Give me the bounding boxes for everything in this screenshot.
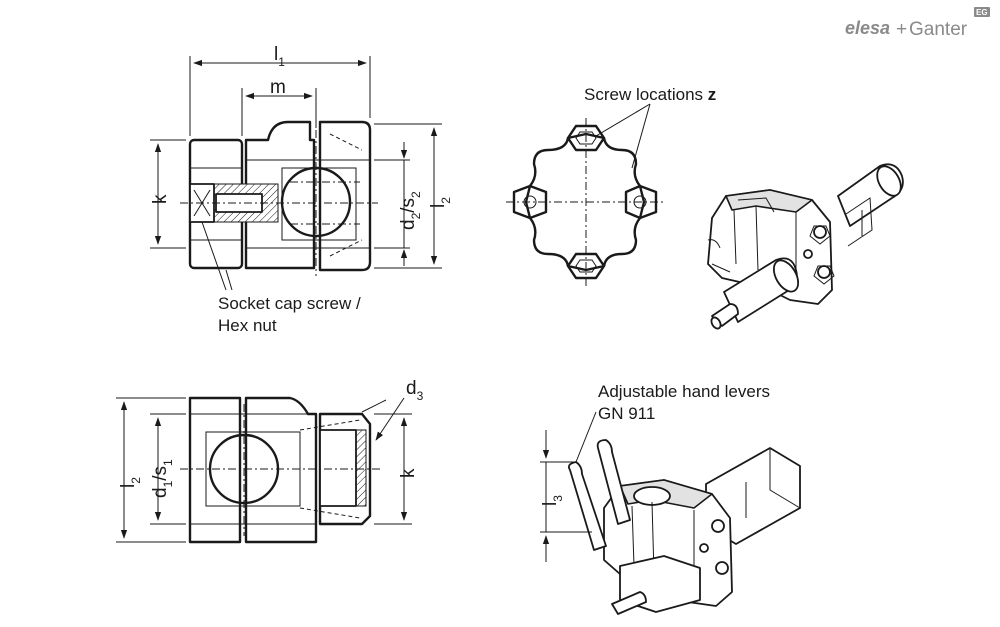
logo-plus-sign: + (896, 19, 907, 40)
dimension-l1: l1 (189, 44, 371, 136)
callout-hand-levers: Adjustable hand levers GN 911 (575, 382, 770, 463)
dim-k-bottom-label: k (398, 468, 419, 478)
socket-cap-label-line2: Hex nut (218, 316, 277, 335)
logo-badge-text: EG (976, 8, 988, 17)
dim-l1-label: l1 (274, 44, 285, 69)
clamp-isometric-with-screws-icon (707, 163, 904, 330)
callout-screw-locations: Screw locations z (584, 85, 716, 169)
callout-socket-cap-screw: Socket cap screw / Hex nut (201, 221, 361, 335)
logo-ganter-text: Ganter (909, 19, 968, 40)
dim-d2-s2-label: d2/s2 (398, 191, 423, 230)
clamp-side-view-icon (180, 120, 378, 276)
dimension-k-top: k (150, 139, 186, 249)
socket-cap-label-line1: Socket cap screw / (218, 294, 361, 313)
dim-m-label: m (270, 77, 286, 98)
dim-l2-bottom-label: l2 (118, 477, 143, 488)
logo-elesa-text: elesa (845, 18, 890, 38)
dim-d3-label: d3 (406, 378, 424, 403)
dimension-d2-s2: d2/s2 (374, 142, 423, 266)
dimension-l2-bottom: l2 (116, 397, 186, 543)
hand-levers-label-line1: Adjustable hand levers (598, 382, 770, 401)
clamp-bottom-view-icon (180, 396, 382, 544)
dimension-l2-top: l2 (374, 123, 453, 269)
hand-levers-label-line2: GN 911 (598, 404, 655, 423)
logo-badge-box (974, 7, 990, 17)
clamp-isometric-with-levers-icon (567, 439, 801, 615)
dim-d1-s1-label: d1/s1 (150, 459, 175, 498)
screw-locations-label: Screw locations z (584, 85, 716, 104)
dimension-k-bottom: k (374, 413, 419, 525)
elesa-ganter-logo: elesa + Ganter EG (845, 7, 990, 40)
dimension-d3: d3 (361, 378, 424, 441)
clamp-end-view-icon (506, 118, 664, 286)
dimension-m: m (241, 77, 317, 136)
dim-l3-label: l3 (540, 495, 565, 506)
dimension-l3: l3 (540, 430, 592, 562)
dim-k-top-label: k (150, 194, 171, 204)
dimension-d1-s1: d1/s1 (150, 413, 186, 525)
dim-l2-top-label: l2 (428, 197, 453, 208)
